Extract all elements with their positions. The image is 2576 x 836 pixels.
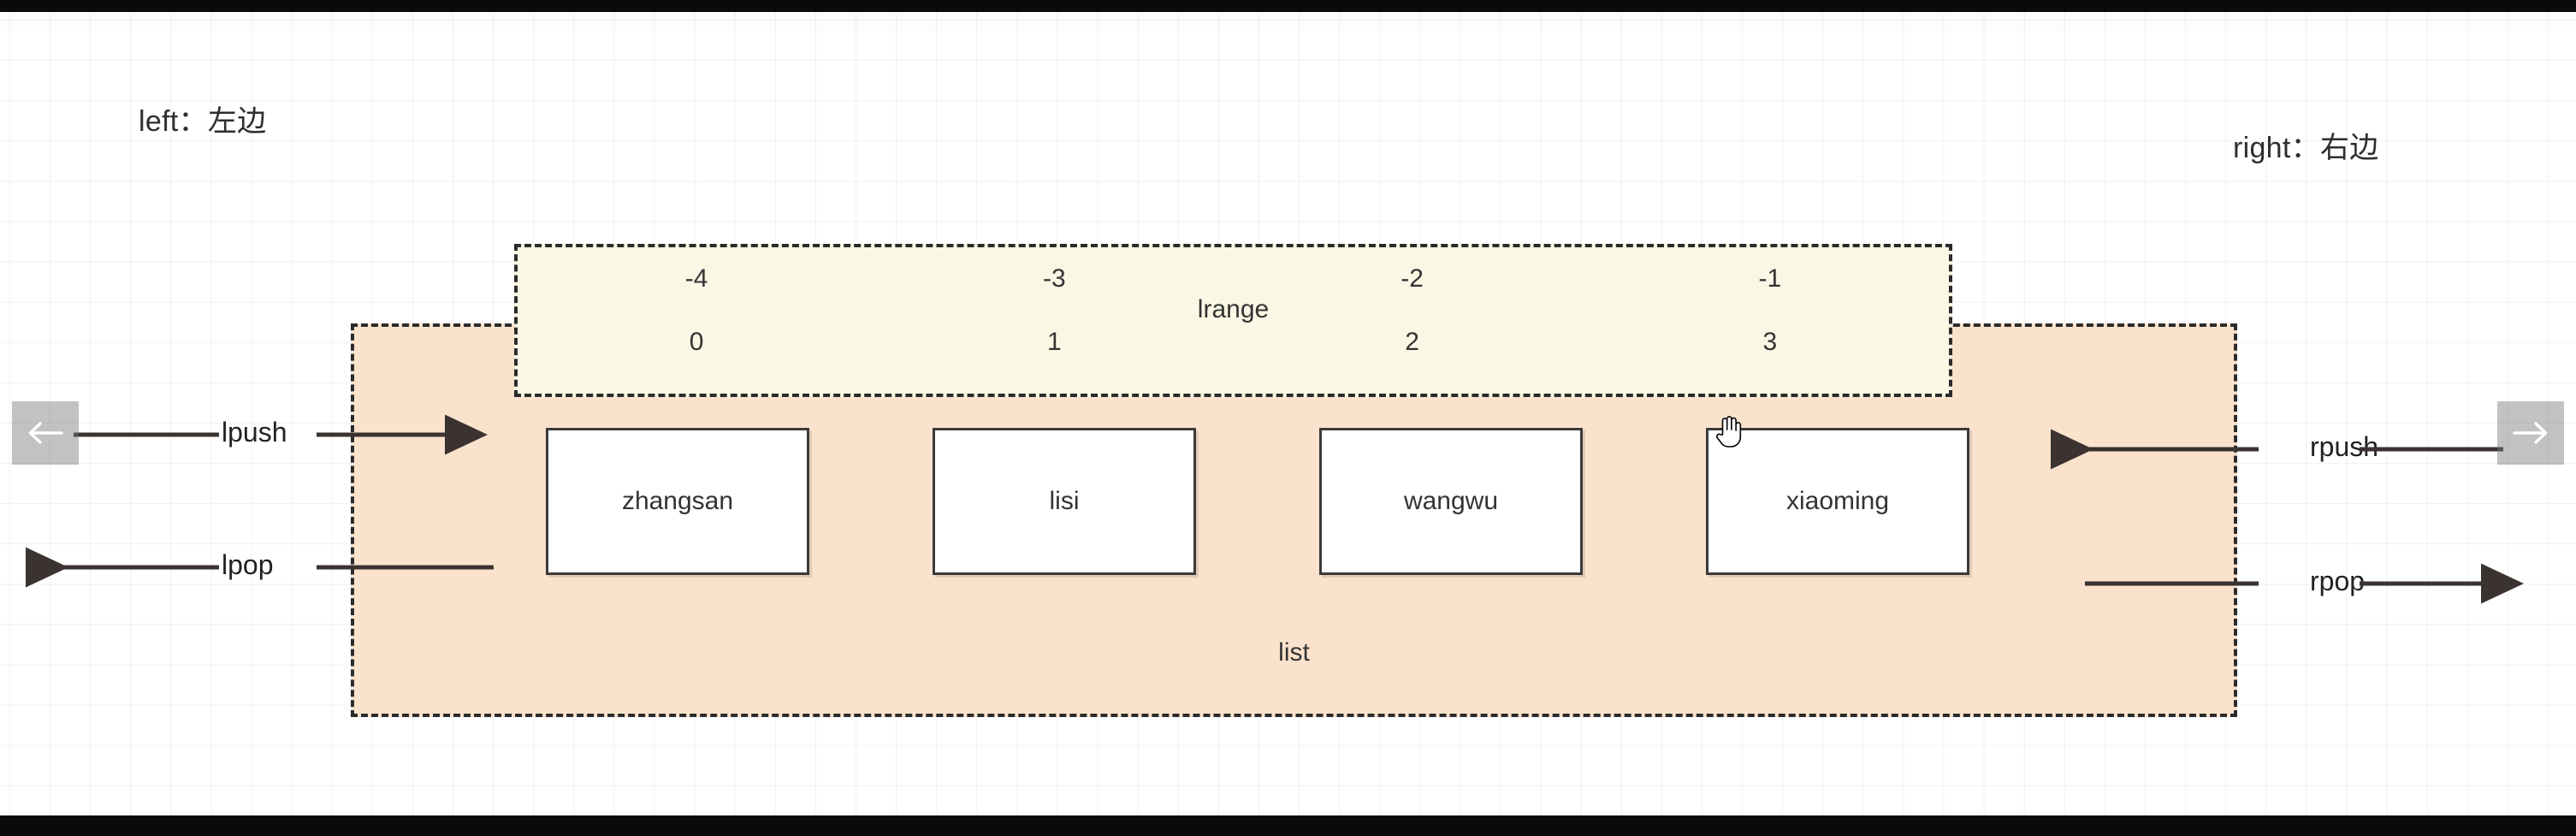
list-item-box[interactable]: wangwu (1319, 428, 1583, 575)
lrange-container-label: lrange (1197, 295, 1270, 323)
negative-index-cell: -2 (1401, 264, 1424, 293)
lrange-container: -4 -3 -2 -1 lrange 0 1 2 3 (514, 244, 1952, 397)
list-item-label: wangwu (1403, 487, 1499, 515)
negative-index-cell: -3 (1043, 264, 1066, 293)
list-item-label: xiaoming (1785, 487, 1890, 515)
list-item-box[interactable]: xiaoming (1706, 428, 1969, 575)
arrow-right-icon (2511, 418, 2550, 448)
list-items-row: zhangsan lisi wangwu xiaoming (546, 428, 1969, 575)
negative-index-cell: -4 (684, 264, 708, 293)
negative-index-cell: -1 (1758, 264, 1782, 293)
positive-index-row: 0 1 2 3 (518, 328, 1949, 357)
lpop-label: lpop (222, 549, 274, 580)
list-item-label: lisi (1049, 487, 1080, 515)
list-container-label: list (1278, 638, 1310, 667)
prev-page-button[interactable] (12, 401, 79, 465)
list-item-label: zhangsan (621, 487, 734, 515)
positive-index-cell: 0 (689, 328, 704, 356)
left-side-label: left：左边 (139, 105, 267, 138)
top-chrome-bar (0, 0, 2576, 12)
negative-index-row: -4 -3 -2 -1 (518, 264, 1949, 293)
arrow-left-icon (26, 418, 65, 448)
diagram-canvas: left：左边 right：右边 list -4 -3 -2 -1 lrange… (0, 12, 2576, 815)
right-side-label: right：右边 (2233, 132, 2379, 164)
positive-index-cell: 2 (1405, 328, 1419, 356)
list-item-box[interactable]: lisi (933, 428, 1196, 575)
positive-index-cell: 3 (1762, 328, 1778, 356)
rpush-label: rpush (2310, 431, 2379, 462)
next-page-button[interactable] (2497, 401, 2564, 465)
list-item-box[interactable]: zhangsan (546, 428, 809, 575)
rpop-label: rpop (2310, 566, 2366, 596)
positive-index-cell: 1 (1047, 328, 1062, 356)
bottom-chrome-bar (0, 815, 2576, 836)
lpush-label: lpush (222, 417, 287, 448)
